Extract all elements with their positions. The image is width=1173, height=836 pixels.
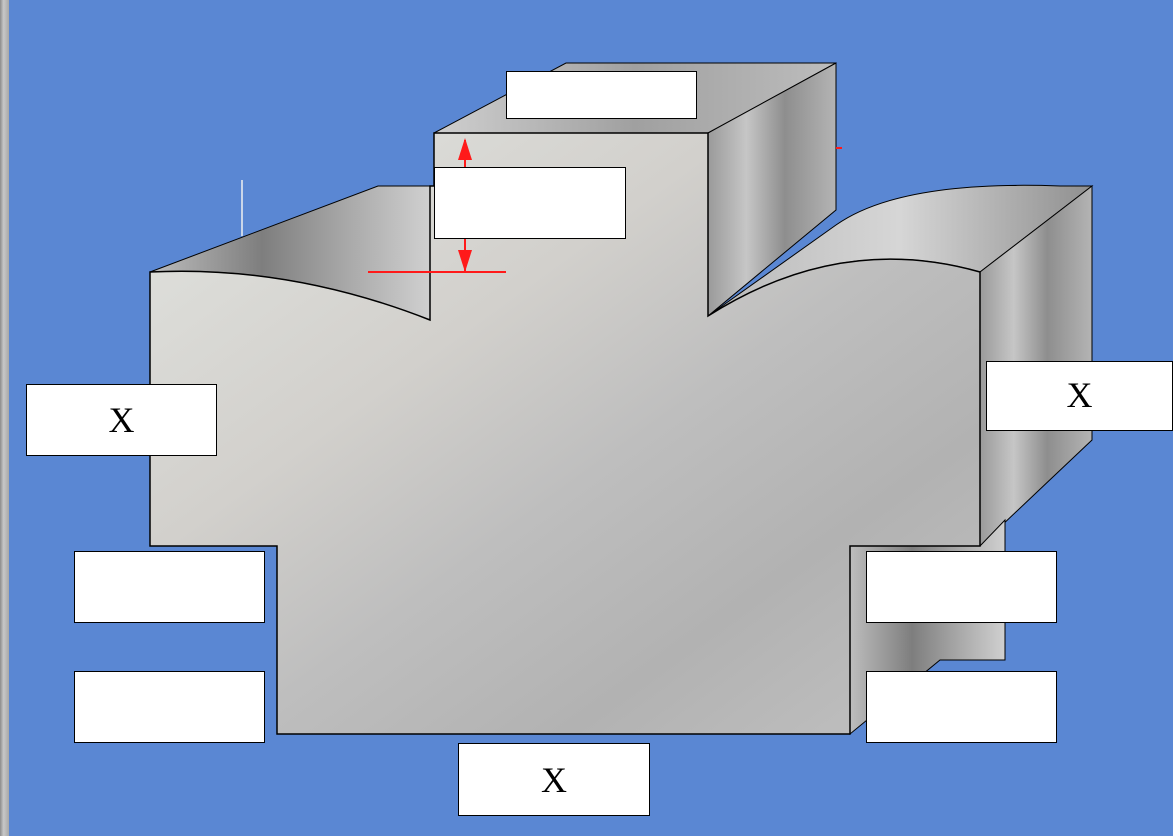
front-face xyxy=(149,132,981,735)
label-box-left-middle[interactable] xyxy=(74,551,265,623)
label-box-bottom[interactable]: X xyxy=(458,743,650,816)
label-box-left-lower[interactable] xyxy=(74,671,265,743)
label-box-top[interactable] xyxy=(506,71,697,119)
label-box-right-lower[interactable] xyxy=(866,671,1057,743)
label-box-left[interactable]: X xyxy=(26,384,217,456)
label-box-right[interactable]: X xyxy=(986,361,1173,431)
label-box-dimension[interactable] xyxy=(434,167,626,239)
window-left-border xyxy=(0,0,9,836)
label-box-right-middle[interactable] xyxy=(866,551,1057,623)
